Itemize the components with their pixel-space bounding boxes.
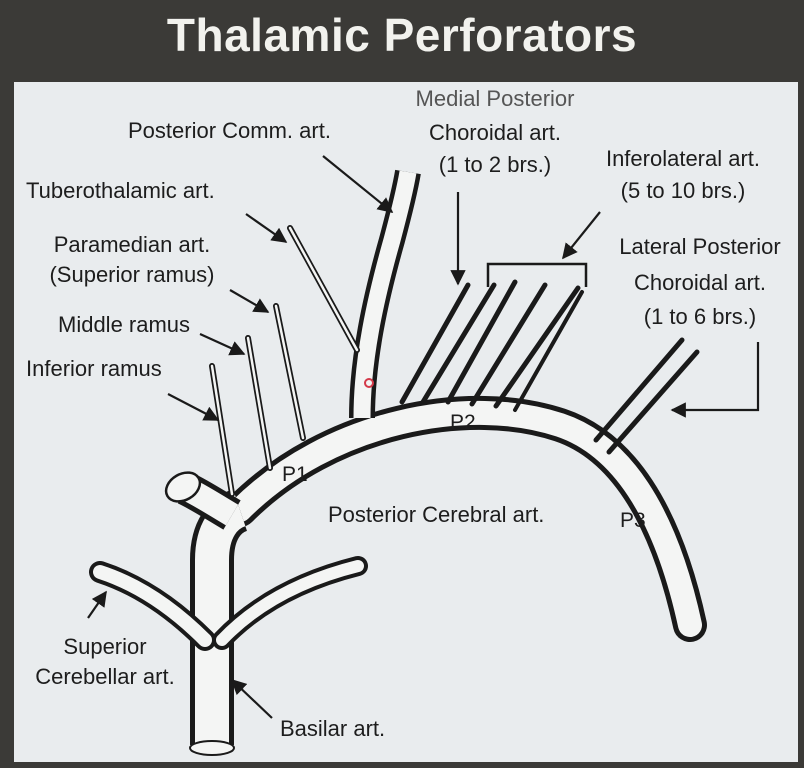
label-lateral-posterior-line2: Choroidal art. <box>633 270 767 295</box>
label-inferolateral-line2: (5 to 10 brs.) <box>620 178 746 203</box>
label-paramedian: Paramedian art. (Superior ramus) <box>32 232 232 288</box>
thalamic-perforator-branches <box>209 225 360 497</box>
label-tuberothalamic: Tuberothalamic art. <box>26 178 215 203</box>
contralateral-p1-stump <box>164 471 241 530</box>
label-medial-posterior-line3: (1 to 2 brs.) <box>438 152 552 177</box>
label-inferior-ramus: Inferior ramus <box>26 356 162 381</box>
inferolateral-bracket <box>486 262 588 287</box>
label-middle-ramus: Middle ramus <box>58 312 191 337</box>
slide-title: Thalamic Perforators <box>166 9 638 61</box>
lateral-posterior-choroidal-branches <box>593 337 700 455</box>
posterior-comm-artery-vessel <box>349 169 421 419</box>
label-medial-posterior-line1: Medial Posterior <box>415 86 575 111</box>
label-p3-segment: P3 <box>620 509 646 532</box>
label-inferolateral-line1: Inferolateral art. <box>605 146 761 171</box>
superior-cerebellar-artery-vessels <box>89 556 368 651</box>
label-medial-posterior-line2: Choroidal art. <box>428 120 562 145</box>
label-p1-segment: P1 <box>282 463 308 486</box>
label-basilar-art: Basilar art. <box>280 716 386 741</box>
label-medial-posterior-choroidal: Medial Posterior Choroidal art. (1 to 2 … <box>390 86 600 178</box>
label-superior-cerebellar-line1: Superior <box>63 634 147 659</box>
label-posterior-comm-art: Posterior Comm. art. <box>128 118 331 143</box>
choroidal-inferolateral-branches <box>399 279 584 412</box>
label-posterior-cerebral-art: Posterior Cerebral art. <box>328 502 545 527</box>
label-paramedian-line1: Paramedian art. <box>53 232 211 257</box>
label-inferolateral: Inferolateral art. (5 to 10 brs.) <box>588 146 778 204</box>
label-superior-cerebellar-line2: Cerebellar art. <box>35 664 175 689</box>
label-superior-cerebellar: Superior Cerebellar art. <box>20 634 190 690</box>
label-pointer-arrows <box>87 155 760 719</box>
label-lateral-posterior-line1: Lateral Posterior <box>619 234 781 259</box>
label-p2-segment: P2 <box>450 411 476 434</box>
posterior-cerebral-artery-vessel <box>223 395 707 642</box>
basilar-artery-vessel <box>189 489 249 756</box>
label-lateral-posterior-line3: (1 to 6 brs.) <box>643 304 757 329</box>
label-paramedian-line2: (Superior ramus) <box>49 262 215 287</box>
label-lateral-posterior-choroidal: Lateral Posterior Choroidal art. (1 to 6… <box>602 234 798 330</box>
